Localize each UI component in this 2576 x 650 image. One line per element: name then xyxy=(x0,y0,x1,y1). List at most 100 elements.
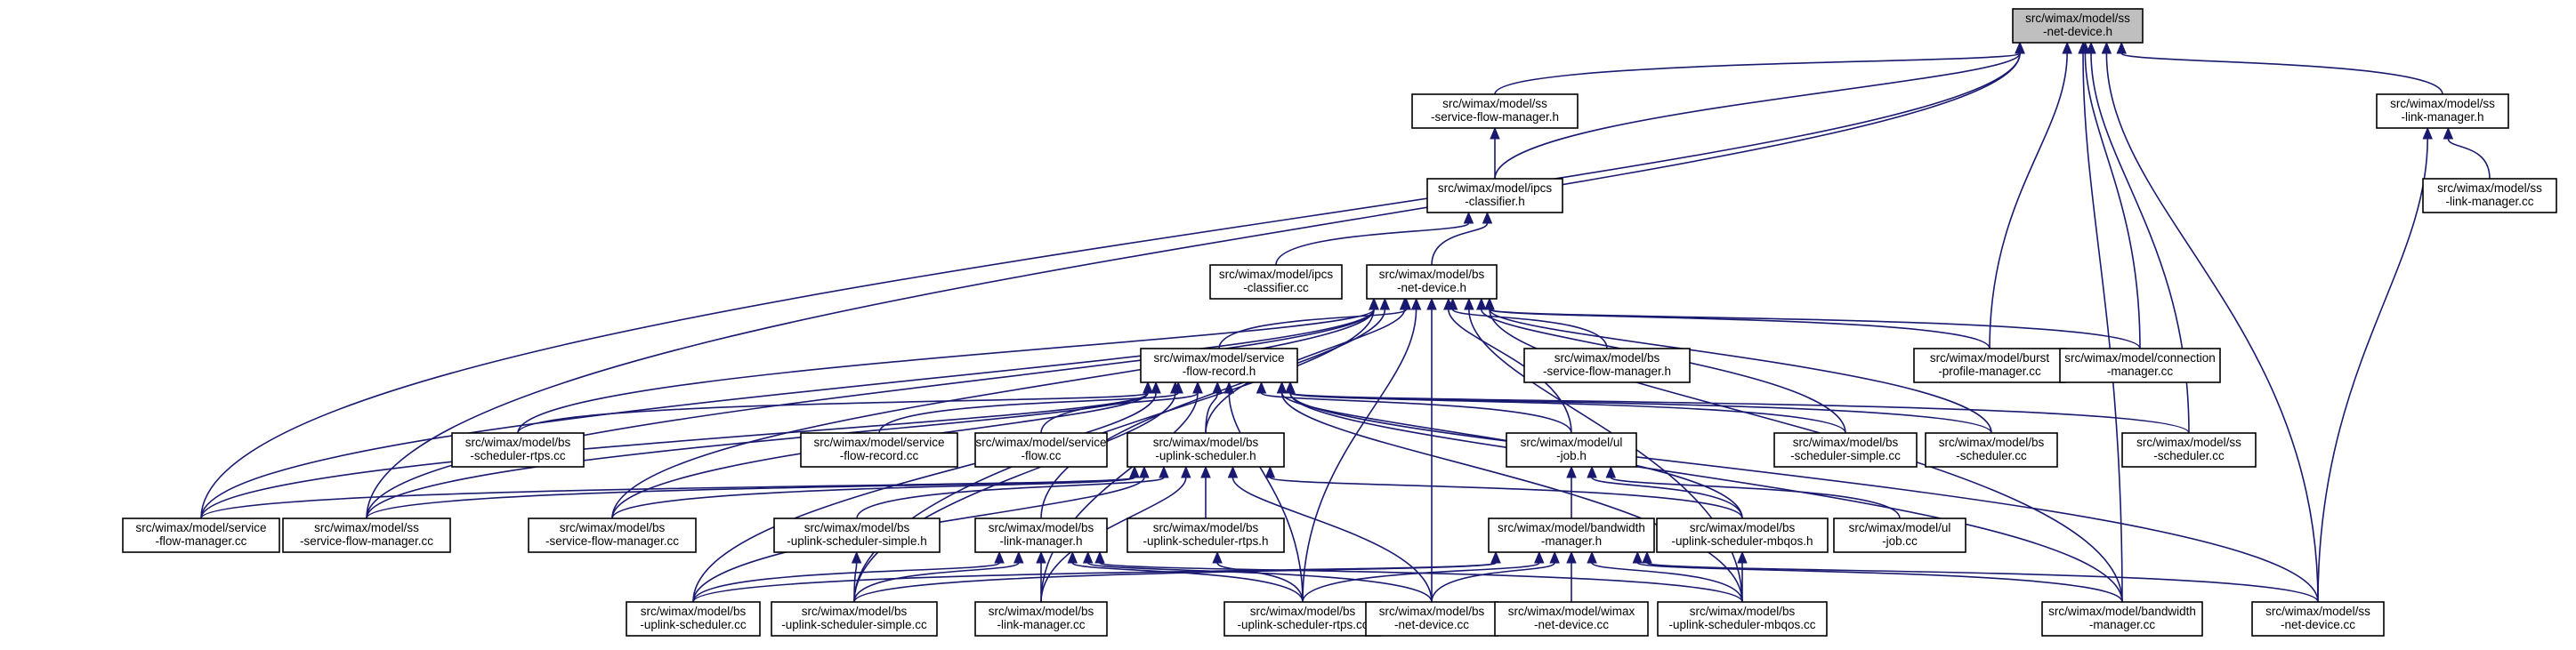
node-box xyxy=(974,601,1108,637)
node-label-2: -flow-manager.cc xyxy=(156,534,247,548)
node-ul-job-cc[interactable]: src/wimax/model/ul-job.cc xyxy=(1833,518,1966,553)
node-sfr-cc[interactable]: src/wimax/model/service-flow-record.cc xyxy=(800,432,958,468)
edge-bs-ul-simple-cc-to-bw-h xyxy=(853,550,1501,603)
node-label-2: -link-manager.cc xyxy=(2445,195,2533,208)
node-box xyxy=(1656,518,1829,553)
node-ss-net-device-h[interactable]: src/wimax/model/ss-net-device.h xyxy=(2012,8,2144,44)
edge-bs-ul-mbqos-h-to-ul-job-h xyxy=(1587,465,1743,519)
node-bs-ul-sched-h[interactable]: src/wimax/model/bs-uplink-scheduler.h xyxy=(1126,432,1285,468)
edge-bs-ul-sched-cc-to-bs-lm-h xyxy=(692,550,1005,603)
edge-bs-ul-mbqos-h-to-bs-ul-sched-h xyxy=(1264,465,1743,519)
edge-bs-net-device-cc-to-bs-net-device-h xyxy=(1426,297,1437,602)
node-label-1: src/wimax/model/bs xyxy=(802,605,908,618)
node-label-2: -manager.cc xyxy=(2089,618,2156,631)
node-label-1: src/wimax/model/connection xyxy=(2064,351,2216,365)
node-label-2: -manager.h xyxy=(1541,534,1602,548)
node-ss-net-device-cc[interactable]: src/wimax/model/ss-net-device.cc xyxy=(2251,601,2385,637)
node-bs-ul-simple-h[interactable]: src/wimax/model/bs-uplink-scheduler-simp… xyxy=(773,518,941,553)
node-ss-lm-cc[interactable]: src/wimax/model/ss-link-manager.cc xyxy=(2422,178,2557,213)
node-ipcs-cc[interactable]: src/wimax/model/ipcs-classifier.cc xyxy=(1209,264,1343,300)
node-label-2: -uplink-scheduler.cc xyxy=(640,618,747,631)
edge-bs-lm-cc-to-bs-ul-sched-h xyxy=(1040,465,1191,603)
node-bs-lm-cc[interactable]: src/wimax/model/bs-link-manager.cc xyxy=(974,601,1108,637)
node-label-1: src/wimax/model/ss xyxy=(2025,12,2130,25)
node-label-1: src/wimax/model/bs xyxy=(1939,436,2045,449)
node-box xyxy=(800,432,958,468)
node-conn-cc[interactable]: src/wimax/model/connection-manager.cc xyxy=(2059,348,2221,383)
node-label-1: src/wimax/model/bs xyxy=(641,605,747,618)
node-label-2: -link-manager.h xyxy=(2401,110,2483,124)
node-label-2: -scheduler-rtps.cc xyxy=(470,449,566,462)
node-bs-sfm-h[interactable]: src/wimax/model/bs-service-flow-manager.… xyxy=(1523,348,1691,383)
node-bs-ul-simple-cc[interactable]: src/wimax/model/bs-uplink-scheduler-simp… xyxy=(771,601,938,637)
node-label-2: -uplink-scheduler-rtps.cc xyxy=(1237,618,1368,631)
node-ss-sfm-h[interactable]: src/wimax/model/ss-service-flow-manager.… xyxy=(1411,93,1579,129)
node-label-1: src/wimax/model/ul xyxy=(1521,436,1623,449)
node-label-2: -service-flow-manager.cc xyxy=(545,534,679,548)
node-box xyxy=(1140,348,1298,383)
node-box xyxy=(1209,264,1343,300)
node-bs-sched-rtps-cc[interactable]: src/wimax/model/bs-scheduler-rtps.cc xyxy=(451,432,585,468)
edge-ss-sfm-cc-to-ss-net-device-h xyxy=(366,41,2025,519)
node-box xyxy=(1523,348,1691,383)
edge-ss-lm-cc-to-ss-lm-h xyxy=(2443,126,2491,180)
edge-bs-ul-rtps-h-to-bs-ul-sched-h xyxy=(1200,465,1211,519)
edge-bw-cc-to-bs-net-device-h xyxy=(1484,297,2123,603)
node-label-2: -scheduler.cc xyxy=(2153,449,2225,462)
node-box xyxy=(773,518,941,553)
node-wimax-nd-cc[interactable]: src/wimax/model/wimax-net-device.cc xyxy=(1494,601,1649,637)
node-label-1: src/wimax/model/ss xyxy=(1442,97,1547,110)
node-ss-sfm-cc[interactable]: src/wimax/model/ss-service-flow-manager.… xyxy=(282,518,451,553)
node-ss-lm-h[interactable]: src/wimax/model/ss-link-manager.h xyxy=(2376,93,2509,129)
node-box xyxy=(1366,264,1498,300)
node-label-1: src/wimax/model/ss xyxy=(2136,436,2241,449)
edge-bs-lm-cc-to-bs-lm-h xyxy=(1036,550,1046,602)
edge-ss-sched-cc-to-sfr-h xyxy=(1285,381,2190,434)
node-bs-ul-mbqos-h[interactable]: src/wimax/model/bs-uplink-scheduler-mbqo… xyxy=(1656,518,1829,553)
node-label-2: -net-device.cc xyxy=(2281,618,2355,631)
node-box xyxy=(1657,601,1828,637)
node-ul-job-h[interactable]: src/wimax/model/ul-job.h xyxy=(1506,432,1637,468)
node-bs-net-device-cc[interactable]: src/wimax/model/bs-net-device.cc xyxy=(1365,601,1498,637)
node-bs-net-device-h[interactable]: src/wimax/model/bs-net-device.h xyxy=(1366,264,1498,300)
edge-bs-ul-simple-h-to-bs-ul-sched-h xyxy=(856,465,1169,519)
node-box xyxy=(122,518,280,553)
node-bs-ul-rtps-cc[interactable]: src/wimax/model/bs-uplink-scheduler-rtps… xyxy=(1223,601,1382,637)
node-label-1: src/wimax/model/ss xyxy=(314,521,419,534)
node-label-2: -job.cc xyxy=(1882,534,1918,548)
node-bs-sched-cc[interactable]: src/wimax/model/bs-scheduler.cc xyxy=(1925,432,2058,468)
node-sfr-h[interactable]: src/wimax/model/service-flow-record.h xyxy=(1140,348,1298,383)
node-box xyxy=(1913,348,2066,383)
node-label-2: -classifier.h xyxy=(1465,195,1525,208)
node-label-1: src/wimax/model/bs xyxy=(1554,351,1660,365)
edge-bw-h-to-ul-job-h xyxy=(1566,465,1577,518)
node-bs-ul-mbqos-cc[interactable]: src/wimax/model/bs-uplink-scheduler-mbqo… xyxy=(1657,601,1828,637)
edge-bs-ul-sched-cc-to-sfr-h xyxy=(692,381,1161,603)
node-bw-cc[interactable]: src/wimax/model/bandwidth-manager.cc xyxy=(2041,601,2203,637)
node-box xyxy=(282,518,451,553)
node-label-2: -flow.cc xyxy=(1021,449,1061,462)
node-ipcs-h[interactable]: src/wimax/model/ipcs-classifier.h xyxy=(1426,178,1563,213)
node-label-1: src/wimax/model/service xyxy=(813,436,944,449)
node-label-2: -service-flow-manager.cc xyxy=(300,534,433,548)
node-box xyxy=(1488,518,1655,553)
node-label-2: -link-manager.cc xyxy=(997,618,1085,631)
node-label-1: src/wimax/model/bandwidth xyxy=(1498,521,1645,534)
node-sfm-cc[interactable]: src/wimax/model/service-flow-manager.cc xyxy=(122,518,280,553)
node-label-1: src/wimax/model/service xyxy=(135,521,266,534)
node-bs-ul-rtps-h[interactable]: src/wimax/model/bs-uplink-scheduler-rtps… xyxy=(1126,518,1285,553)
node-label-1: src/wimax/model/bs xyxy=(804,521,910,534)
node-bs-ul-sched-cc[interactable]: src/wimax/model/bs-uplink-scheduler.cc xyxy=(626,601,761,637)
node-burst-cc[interactable]: src/wimax/model/burst-profile-manager.cc xyxy=(1913,348,2066,383)
node-bs-lm-h[interactable]: src/wimax/model/bs-link-manager.h xyxy=(974,518,1108,553)
node-ss-sched-cc[interactable]: src/wimax/model/ss-scheduler.cc xyxy=(2121,432,2257,468)
edge-bs-ul-sched-h-to-sfr-h xyxy=(1205,381,1223,434)
node-bs-sched-simple-cc[interactable]: src/wimax/model/bs-scheduler-simple.cc xyxy=(1773,432,1918,468)
node-label-1: src/wimax/model/bs xyxy=(560,521,666,534)
node-bw-h[interactable]: src/wimax/model/bandwidth-manager.h xyxy=(1488,518,1655,553)
node-label-1: src/wimax/model/bs xyxy=(989,521,1094,534)
node-bs-sfm-cc[interactable]: src/wimax/model/bs-service-flow-manager.… xyxy=(528,518,697,553)
node-sf-cc[interactable]: src/wimax/model/service-flow.cc xyxy=(974,432,1108,468)
edge-burst-cc-to-ss-net-device-h xyxy=(1989,41,2072,349)
